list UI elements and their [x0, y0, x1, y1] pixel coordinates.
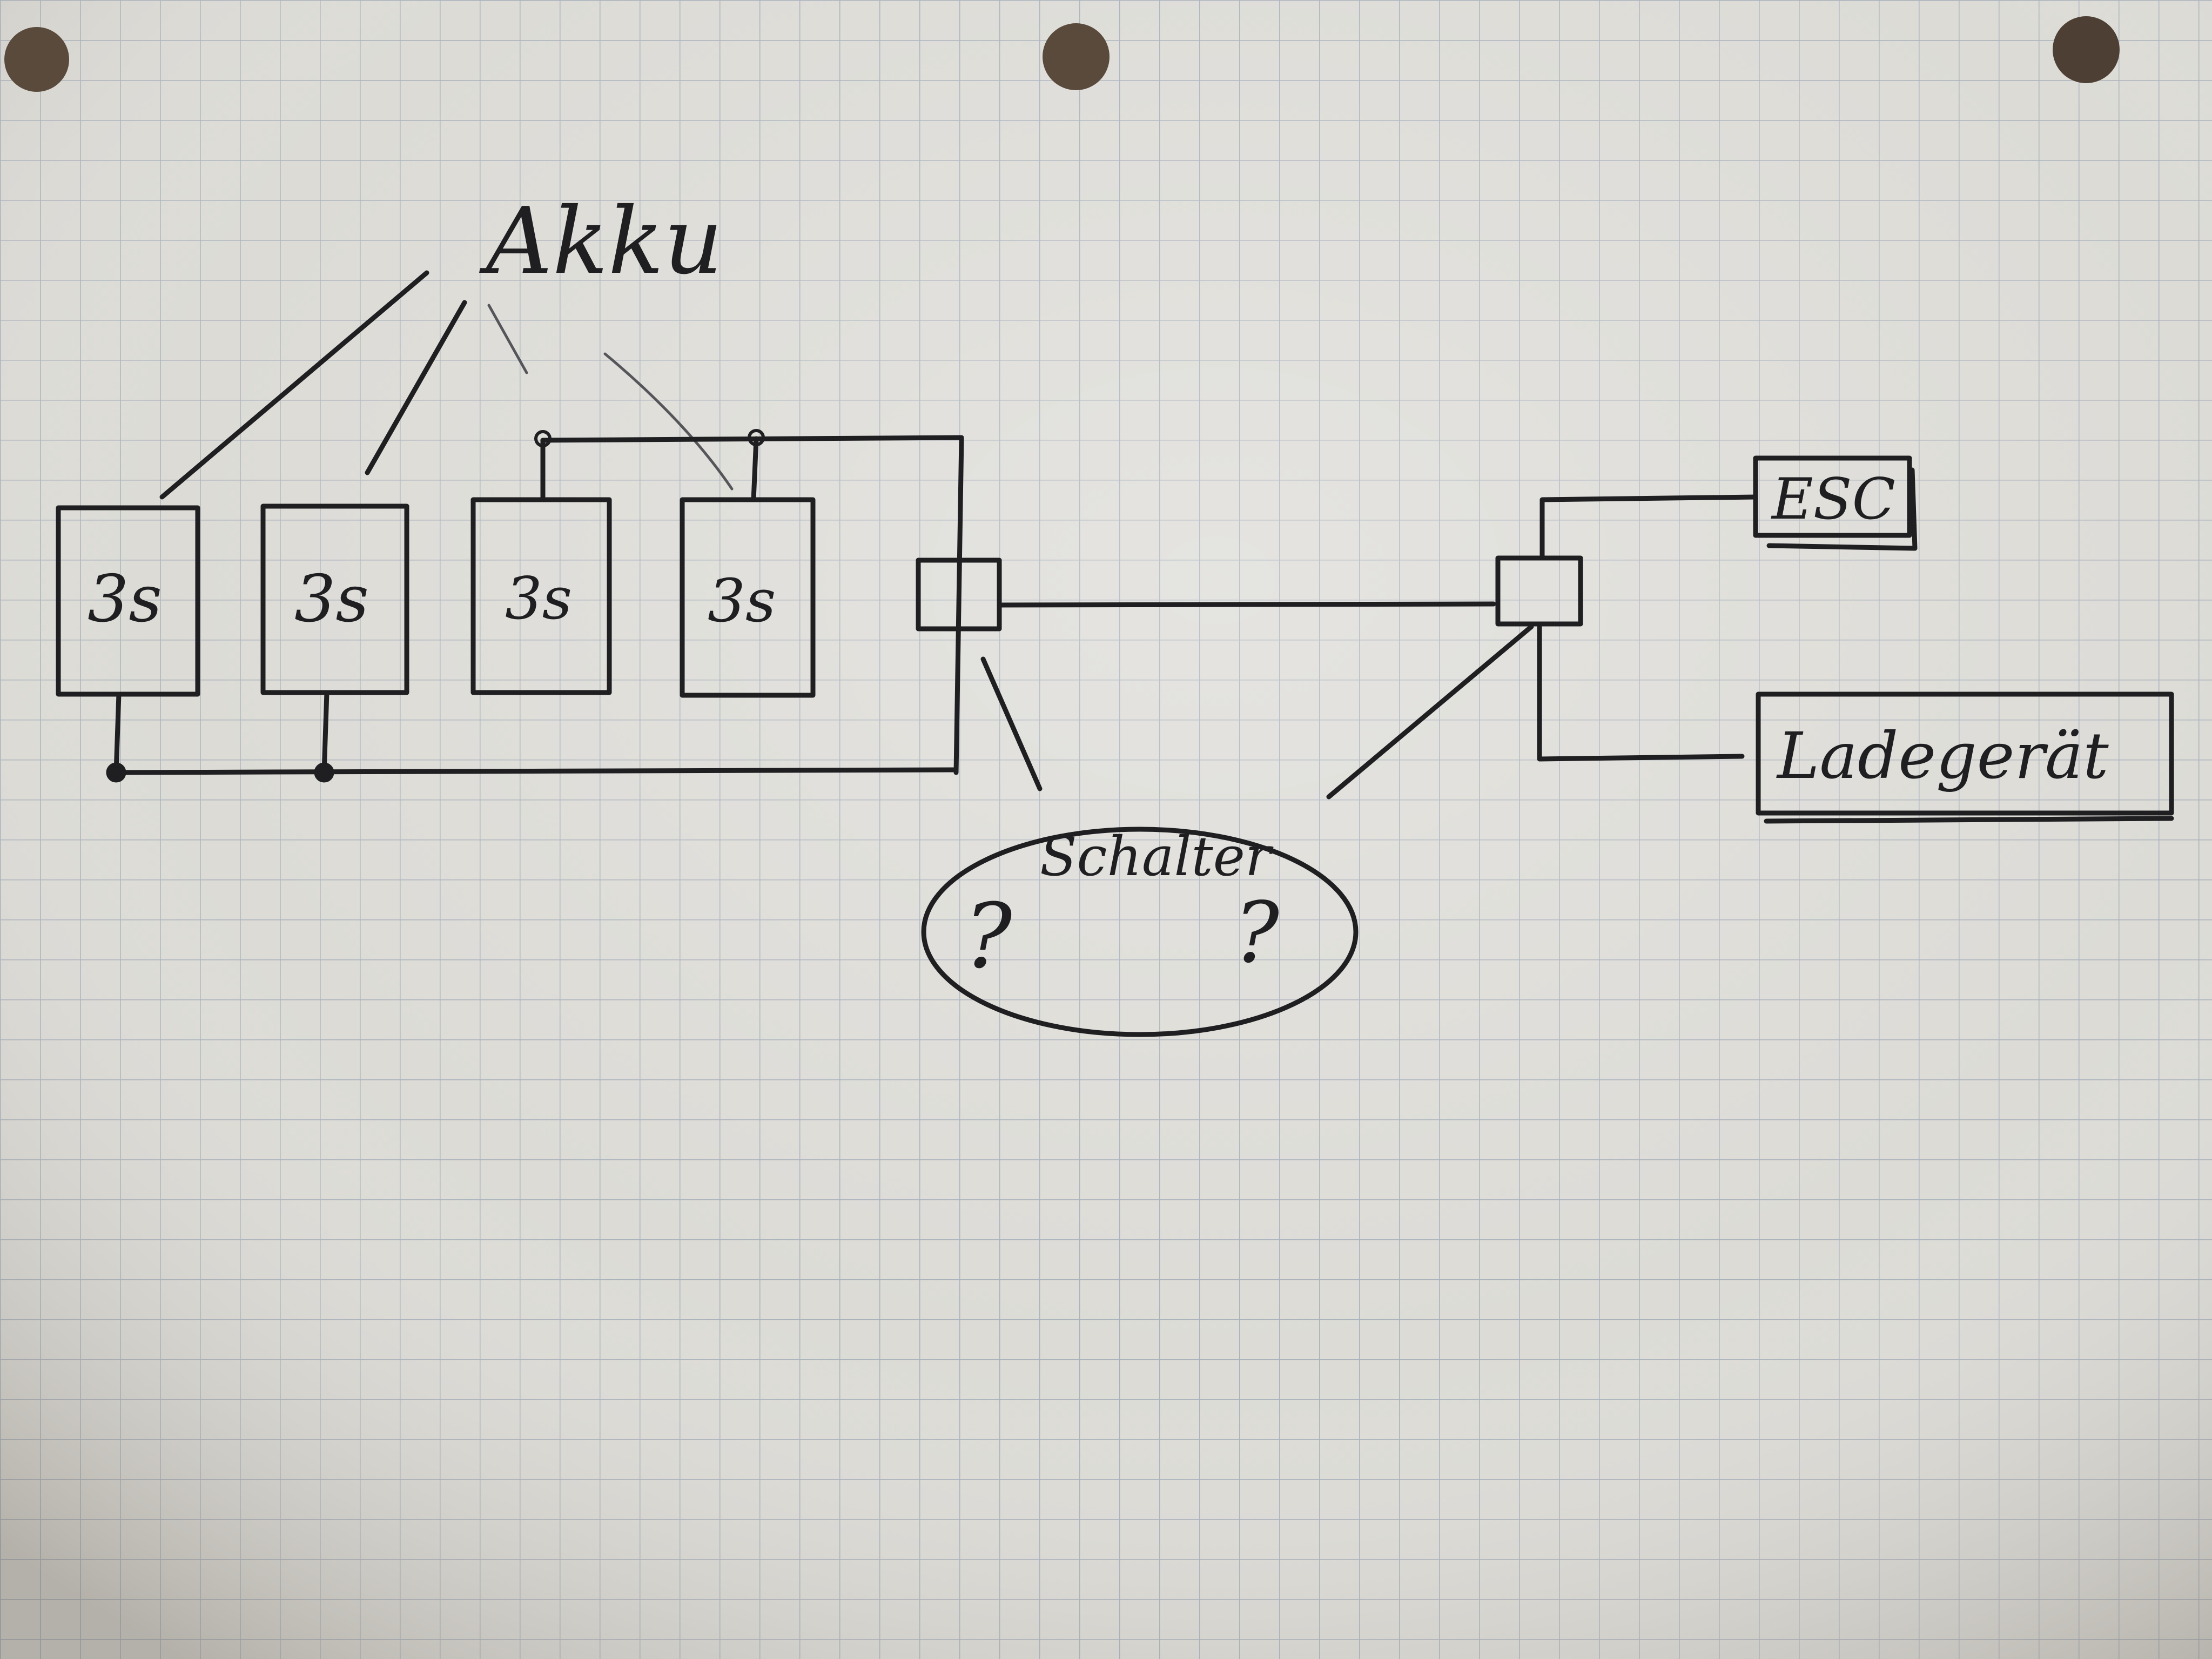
switch-pointer-line [1326, 624, 1534, 800]
punch-hole [2053, 16, 2120, 83]
charger-box: Ladegerät [1756, 691, 2174, 824]
charger-label: Ladegerät [1776, 718, 2109, 793]
battery-cell: 3s [260, 503, 409, 695]
akku-pointer-line [159, 270, 429, 500]
junction-dot [106, 762, 126, 783]
diagram: Akku 3s 3s 3s 3s [56, 188, 2174, 1037]
right-bus-vertical [953, 436, 964, 775]
battery-cell-label: 3s [708, 566, 776, 635]
connector-left [916, 558, 1002, 632]
switch-ellipse [921, 827, 1359, 1037]
battery-cell-label: 3s [88, 562, 162, 637]
punch-holes [4, 16, 2120, 92]
switch-label: Schalter [1040, 825, 1274, 888]
battery-cell: 3s [56, 505, 200, 697]
esc-label: ESC [1771, 466, 1895, 532]
top-wire-drop [751, 436, 759, 502]
bottom-wire [111, 767, 956, 775]
battery-cell-box [56, 505, 200, 697]
akku-label: Akku [479, 188, 723, 295]
battery-cell-label: 3s [505, 565, 572, 633]
switch-pointer-line [980, 656, 1043, 791]
switch-question-mark: ? [1234, 884, 1280, 982]
switch-question-mark: ? [964, 884, 1013, 988]
junction-dot [314, 762, 334, 783]
connector-link-wire [997, 601, 1496, 608]
akku-pointer-line [603, 352, 734, 491]
esc-box-outline [1753, 455, 1912, 538]
akku-pointer-line [487, 304, 528, 374]
charger-wire [1537, 621, 1745, 762]
esc-box: ESC [1753, 455, 1918, 551]
battery-cell-box [260, 503, 409, 695]
punch-hole [4, 27, 69, 92]
punch-hole [1043, 23, 1110, 90]
top-wire [540, 435, 964, 443]
akku-pointer-line [365, 300, 467, 475]
bottom-wire-drop [113, 691, 122, 775]
bottom-wire-drop [321, 690, 330, 775]
junction-dot [748, 429, 765, 446]
battery-cell-box [680, 497, 816, 698]
esc-box-shadow [1766, 467, 1918, 551]
charger-box-shadow [1764, 816, 2174, 824]
charger-box-outline [1756, 691, 2174, 816]
battery-cell-label: 3s [294, 562, 369, 637]
junction-dot [534, 430, 552, 447]
battery-cell: 3s [680, 497, 816, 698]
esc-wire [1539, 494, 1758, 561]
